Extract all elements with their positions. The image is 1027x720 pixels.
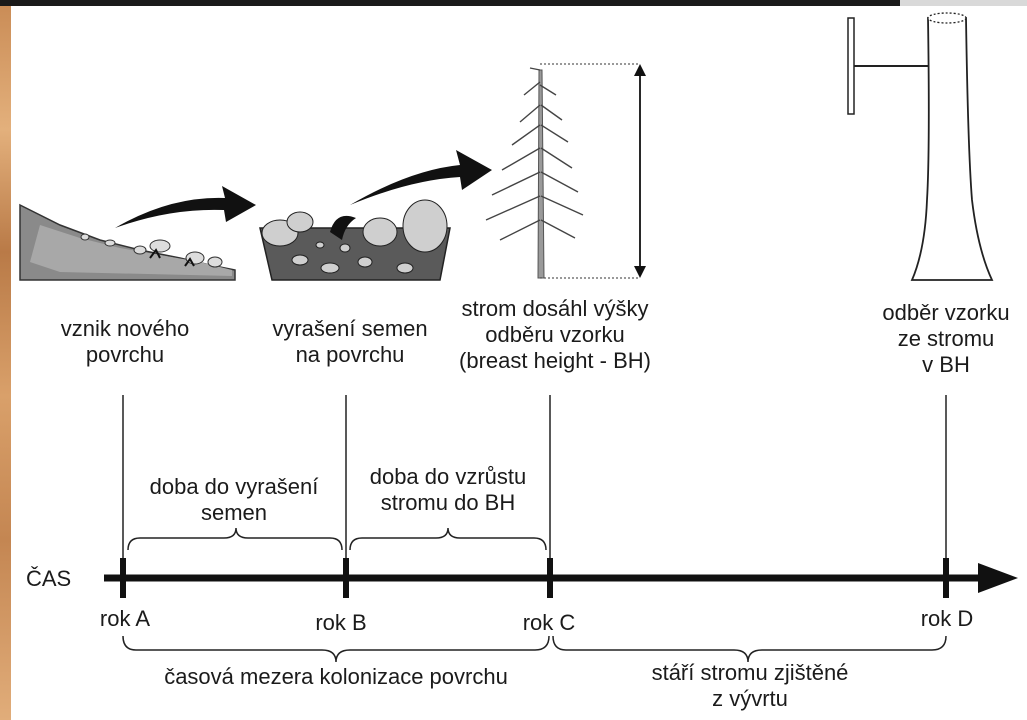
event-d-label: odběr vzorku ze stromu v BH: [866, 300, 1026, 378]
event-c-label: strom dosáhl výšky odběru vzorku (breast…: [432, 296, 678, 374]
brace-ab: [127, 527, 343, 551]
event-b-line2: na povrchu: [295, 342, 405, 367]
tick-label-c: rok C: [522, 610, 576, 635]
interval-cd-line1: stáří stromu zjištěné: [651, 660, 849, 685]
event-a-line2: povrchu: [85, 342, 165, 367]
tick-label-d: rok D: [920, 606, 974, 631]
event-d-line1: odběr vzorku: [882, 300, 1010, 325]
event-c-line1: strom dosáhl výšky: [461, 296, 649, 321]
time-ticks: [120, 558, 949, 598]
time-axis-arrowhead: [978, 563, 1018, 593]
event-b-label: vyrašení semen na povrchu: [250, 316, 450, 368]
brace-bc: [349, 527, 547, 551]
arrow-a-to-b: [115, 186, 256, 228]
interval-bc-label: doba do vzrůstu stromu do BH: [350, 464, 546, 516]
interval-ac-label: časová mezera kolonizace povrchu: [164, 664, 508, 689]
brace-cd: [552, 635, 947, 663]
background-edge-left: [0, 0, 11, 720]
event-d-line3: v BH: [922, 352, 970, 377]
interval-bc-line1: doba do vzrůstu: [369, 464, 527, 489]
interval-ab-label: doba do vyrašení semen: [126, 474, 342, 526]
interval-bc-line2: stromu do BH: [380, 490, 516, 515]
brace-ac: [122, 635, 550, 663]
event-a-line1: vznik nového: [60, 316, 190, 341]
tick-label-b: rok B: [315, 610, 367, 635]
tick-label-a: rok A: [99, 606, 151, 631]
event-c-line2: odběru vzorku: [485, 322, 625, 347]
arrow-b-to-c: [350, 150, 492, 205]
interval-cd-label: stáří stromu zjištěné z vývrtu: [620, 660, 880, 712]
background-edge-top: [0, 0, 1027, 6]
time-axis-label: ČAS: [26, 566, 72, 591]
event-lines: [122, 395, 947, 558]
new-surface-illustration: [19, 203, 236, 281]
tree-reaching-bh-illustration: [485, 63, 646, 279]
interval-cd-line2: z vývrtu: [712, 686, 788, 711]
interval-ab-line1: doba do vyrašení: [149, 474, 319, 499]
event-a-label: vznik nového povrchu: [30, 316, 220, 368]
interval-ab-line2: semen: [200, 500, 268, 525]
event-c-line3: (breast height - BH): [459, 348, 651, 373]
germination-illustration: [259, 199, 451, 281]
background-edge-top-right: [900, 0, 1027, 6]
tree-coring-illustration: [847, 12, 994, 281]
event-d-line2: ze stromu: [897, 326, 995, 351]
event-b-line1: vyrašení semen: [272, 316, 428, 341]
